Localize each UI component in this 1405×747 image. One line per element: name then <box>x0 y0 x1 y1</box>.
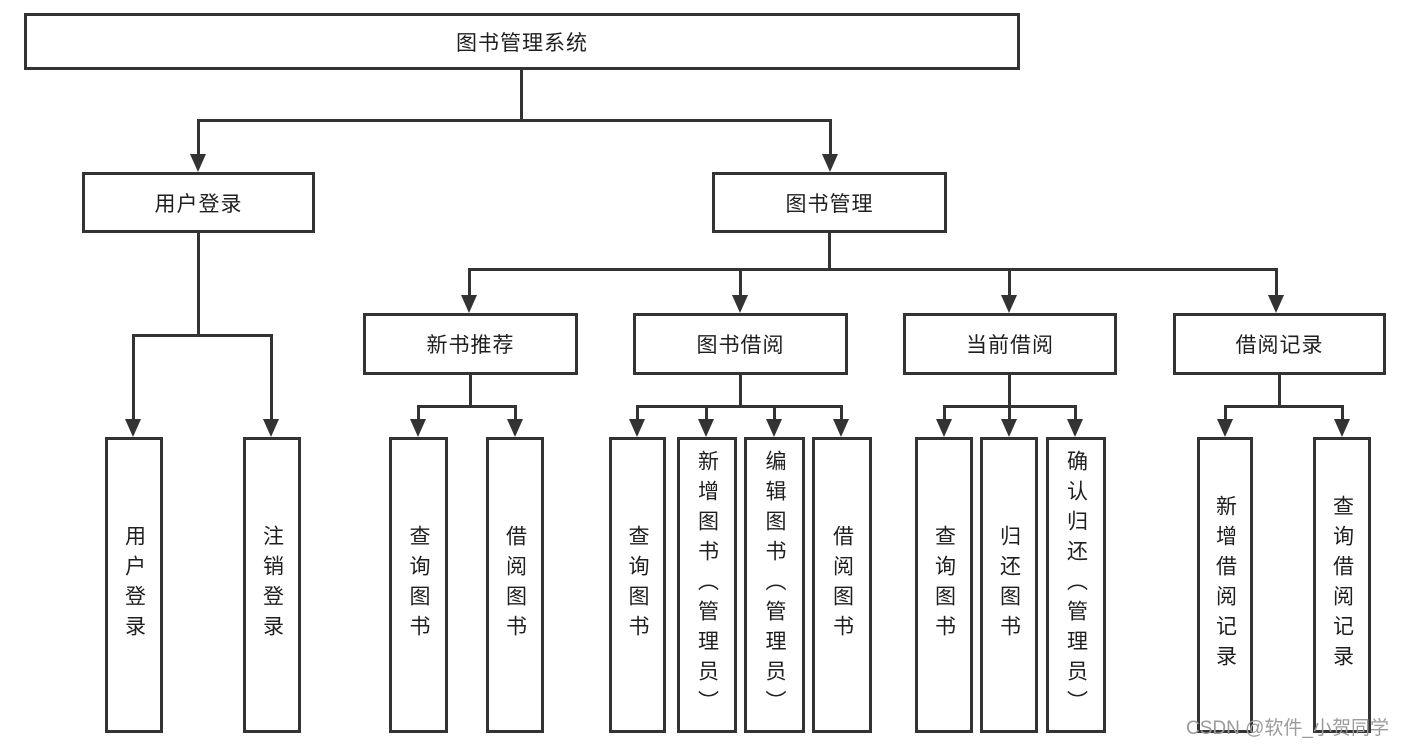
node-book-management-label: 图书管理 <box>785 192 874 216</box>
connector-root-drop-left <box>197 119 200 156</box>
leaf-cb-query-books: 查询图书 <box>915 437 973 733</box>
arrow-down-icon <box>732 295 748 313</box>
node-book-management: 图书管理 <box>712 172 947 233</box>
arrow-down-icon <box>822 154 838 172</box>
connector-root-stem <box>520 70 523 122</box>
csdn-watermark: CSDN @软件_小贺同学 <box>1186 718 1389 739</box>
connector-cb-drop-1 <box>943 405 946 419</box>
node-borrow-record: 借阅记录 <box>1173 313 1386 375</box>
connector-nbr-span <box>417 405 517 408</box>
arrow-down-icon <box>1268 295 1284 313</box>
leaf-nbr-borrow-books-label: 借阅图书 <box>503 525 527 645</box>
leaf-nbr-query-books: 查询图书 <box>389 437 448 733</box>
arrow-down-icon <box>263 419 279 437</box>
node-root-library-system: 图书管理系统 <box>24 13 1020 70</box>
connector-bookmgmt-stem <box>828 233 831 271</box>
node-user-login: 用户登录 <box>82 172 315 233</box>
arrow-down-icon <box>410 419 426 437</box>
leaf-cb-query-books-label: 查询图书 <box>932 525 956 645</box>
leaf-bb-query-books-label: 查询图书 <box>626 525 649 645</box>
leaf-bb-edit-books-admin-label: 编辑图书（管理员） <box>763 450 786 720</box>
connector-bookmgmt-drop-4 <box>1275 268 1278 295</box>
connector-nbr-stem <box>469 375 472 408</box>
arrow-down-icon <box>766 419 782 437</box>
node-book-borrow-label: 图书借阅 <box>696 334 785 357</box>
connector-cb-stem <box>1008 375 1011 408</box>
arrow-down-icon <box>698 419 714 437</box>
leaf-user-login: 用户登录 <box>105 437 163 733</box>
leaf-br-query-record: 查询借阅记录 <box>1313 437 1371 733</box>
leaf-br-query-record-label: 查询借阅记录 <box>1330 495 1354 675</box>
connector-br-drop-1 <box>1224 405 1227 419</box>
node-user-login-label: 用户登录 <box>154 192 243 216</box>
arrow-down-icon <box>125 419 141 437</box>
leaf-cb-confirm-return-admin: 确认归还（管理员） <box>1046 437 1106 733</box>
arrow-down-icon <box>1217 419 1233 437</box>
connector-br-stem <box>1278 375 1281 408</box>
connector-userlogin-drop-2 <box>270 334 273 419</box>
connector-br-drop-2 <box>1341 405 1344 419</box>
connector-bb-stem <box>739 375 742 408</box>
connector-bookmgmt-drop-2 <box>739 268 742 295</box>
connector-root-span <box>197 119 832 122</box>
leaf-bb-query-books: 查询图书 <box>609 437 666 733</box>
node-new-book-recommend-label: 新书推荐 <box>426 334 515 357</box>
arrow-down-icon <box>1001 419 1017 437</box>
leaf-logout: 注销登录 <box>243 437 301 733</box>
arrow-down-icon <box>833 419 849 437</box>
connector-nbr-drop-2 <box>514 405 517 419</box>
connector-nbr-drop-1 <box>417 405 420 419</box>
arrow-down-icon <box>936 419 952 437</box>
node-new-book-recommend: 新书推荐 <box>363 313 578 375</box>
connector-br-span <box>1224 405 1344 408</box>
node-current-borrow: 当前借阅 <box>903 313 1117 375</box>
connector-bb-span <box>636 405 843 408</box>
leaf-nbr-query-books-label: 查询图书 <box>407 525 430 645</box>
connector-cb-drop-2 <box>1008 405 1011 419</box>
connector-bb-drop-4 <box>840 405 843 419</box>
leaf-user-login-label: 用户登录 <box>122 525 146 645</box>
connector-cb-drop-3 <box>1074 405 1077 419</box>
connector-bookmgmt-drop-1 <box>468 268 471 295</box>
arrow-down-icon <box>1334 419 1350 437</box>
node-book-borrow: 图书借阅 <box>633 313 848 375</box>
leaf-bb-borrow-books: 借阅图书 <box>812 437 872 733</box>
node-borrow-record-label: 借阅记录 <box>1235 334 1324 357</box>
node-current-borrow-label: 当前借阅 <box>966 334 1054 357</box>
connector-bookmgmt-span <box>468 268 1278 271</box>
leaf-bb-add-books-admin: 新增图书（管理员） <box>677 437 737 733</box>
leaf-logout-label: 注销登录 <box>260 525 284 645</box>
connector-userlogin-span <box>132 334 273 337</box>
connector-userlogin-stem <box>197 233 200 337</box>
arrow-down-icon <box>629 419 645 437</box>
connector-bb-drop-1 <box>636 405 639 419</box>
leaf-bb-edit-books-admin: 编辑图书（管理员） <box>744 437 805 733</box>
node-root-label: 图书管理系统 <box>456 31 588 55</box>
connector-bookmgmt-drop-3 <box>1008 268 1011 295</box>
leaf-cb-return-books-label: 归还图书 <box>997 525 1021 645</box>
leaf-cb-confirm-return-admin-label: 确认归还（管理员） <box>1064 450 1088 720</box>
connector-bb-drop-3 <box>773 405 776 419</box>
leaf-bb-borrow-books-label: 借阅图书 <box>830 525 854 645</box>
arrow-down-icon <box>190 154 206 172</box>
arrow-down-icon <box>1067 419 1083 437</box>
leaf-br-add-record-label: 新增借阅记录 <box>1213 495 1237 675</box>
connector-root-drop-right <box>829 119 832 156</box>
leaf-nbr-borrow-books: 借阅图书 <box>486 437 544 733</box>
arrow-down-icon <box>461 295 477 313</box>
leaf-cb-return-books: 归还图书 <box>980 437 1038 733</box>
connector-userlogin-drop-1 <box>132 334 135 419</box>
connector-bb-drop-2 <box>705 405 708 419</box>
arrow-down-icon <box>1001 295 1017 313</box>
arrow-down-icon <box>507 419 523 437</box>
leaf-br-add-record: 新增借阅记录 <box>1197 437 1253 733</box>
leaf-bb-add-books-admin-label: 新增图书（管理员） <box>695 450 719 720</box>
